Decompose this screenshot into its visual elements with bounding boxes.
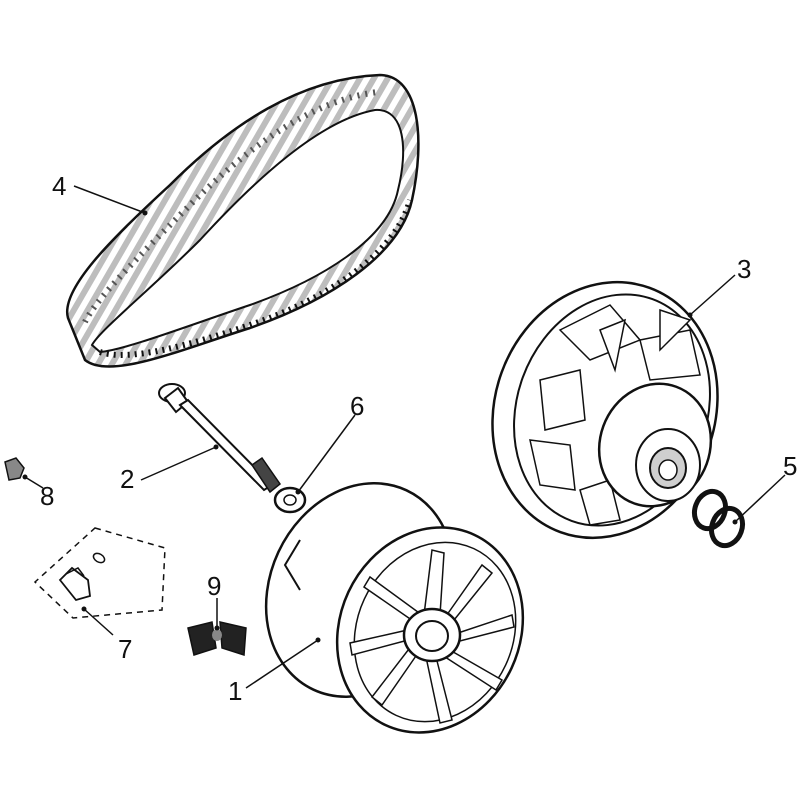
roller-weight [187, 621, 247, 657]
callout-3: 3 [737, 254, 751, 284]
callout-8: 8 [40, 481, 54, 511]
slider-kit [33, 527, 166, 619]
callout-4: 4 [52, 171, 66, 201]
callout-7: 7 [118, 634, 132, 664]
small-clip [4, 457, 25, 481]
callout-6: 6 [350, 391, 364, 421]
drive-belt [65, 73, 420, 368]
washer [273, 486, 307, 514]
callout-2: 2 [120, 464, 134, 494]
bolt [158, 383, 282, 494]
o-rings [691, 488, 746, 549]
driven-pulley [491, 280, 719, 540]
leader-dots [22, 210, 738, 643]
leader-lines [24, 185, 786, 689]
callout-9: 9 [207, 571, 221, 601]
callout-5: 5 [783, 451, 797, 481]
callout-1: 1 [228, 676, 242, 706]
